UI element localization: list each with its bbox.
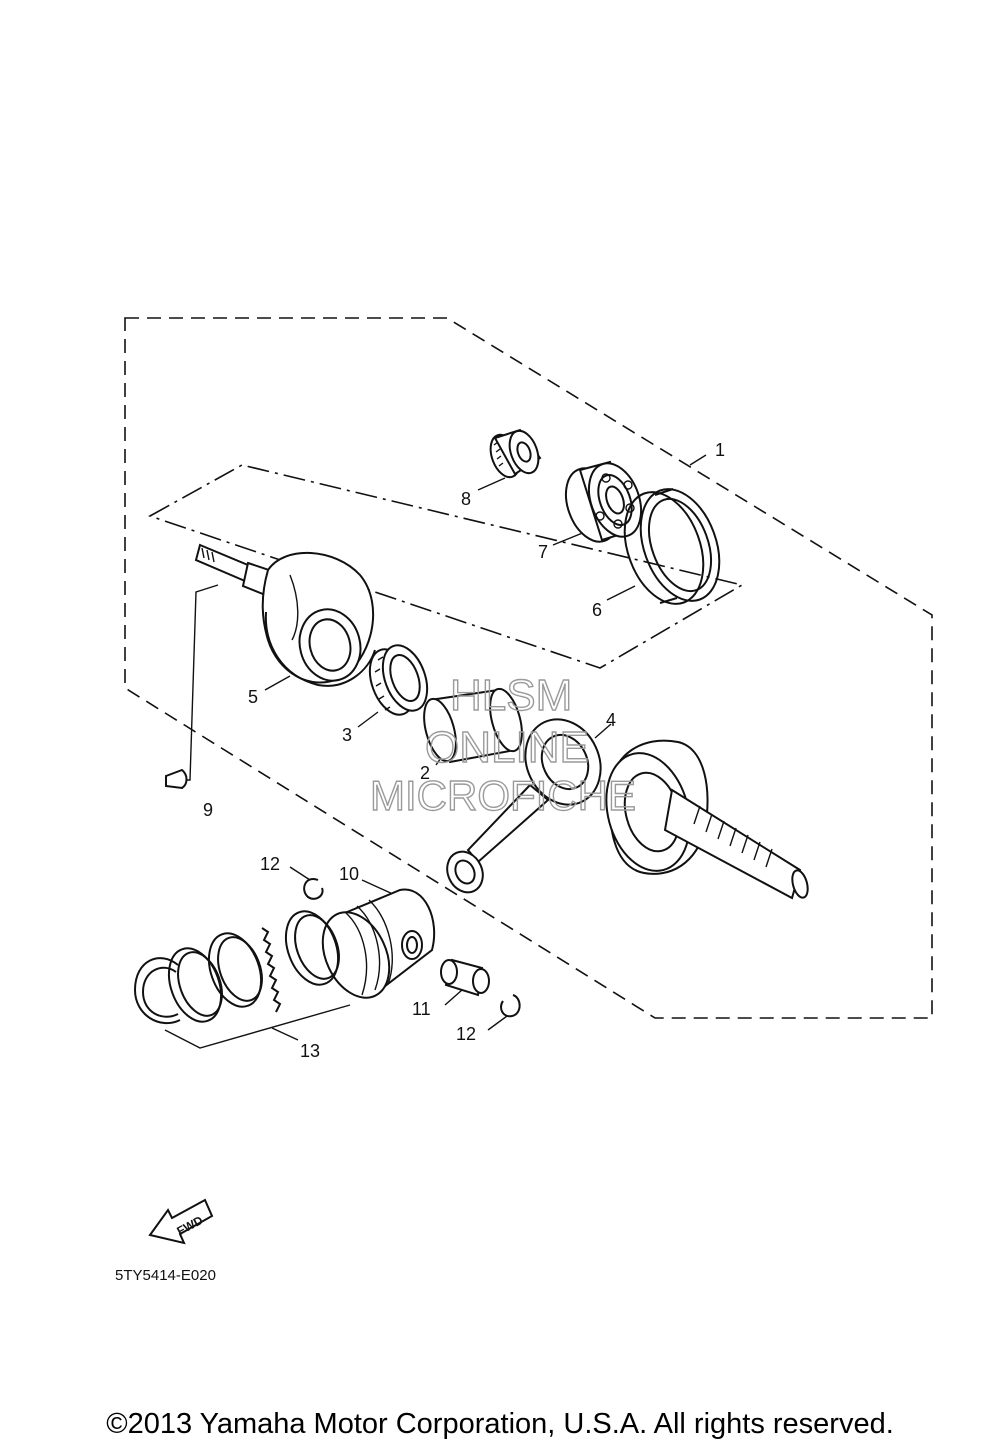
leader-lines (164, 454, 707, 1049)
part-number-7: 7 (538, 542, 548, 562)
watermark-line-2: ONLINE (425, 723, 589, 772)
seal-ring-part-6 (623, 488, 721, 605)
circlip-part-12-a (303, 878, 324, 900)
piston-part-10 (321, 888, 436, 999)
part-number-12-a: 12 (260, 854, 280, 874)
woodruff-key-part-9 (165, 768, 188, 790)
part-number-4: 4 (606, 710, 616, 730)
part-number-6: 6 (592, 600, 602, 620)
part-number-12-b: 12 (456, 1024, 476, 1044)
connecting-rod-part-4 (446, 718, 602, 894)
part-number-8: 8 (461, 489, 471, 509)
copyright-notice: ©2013 Yamaha Motor Corporation, U.S.A. A… (106, 1408, 894, 1440)
needle-bearing-part-3 (368, 644, 429, 716)
fwd-arrow-icon: FWD (148, 1198, 214, 1245)
assembly-boundary-outer (124, 317, 933, 1019)
crank-left-part-5 (194, 543, 376, 687)
assembly-boundary-inner (148, 464, 745, 669)
crank-pin-part-2 (423, 687, 523, 764)
diagram-code: 5TY5414-E020 (115, 1267, 216, 1284)
watermark-line-3: MICROFICHE (370, 772, 636, 819)
piston-pin-part-11 (440, 958, 490, 997)
part-number-13: 13 (300, 1041, 320, 1061)
part-number-labels: 1 8 7 6 5 3 4 2 9 12 10 11 12 13 (203, 440, 725, 1061)
bearing-small-part-8 (489, 428, 542, 479)
part-number-3: 3 (342, 725, 352, 745)
part-number-2: 2 (420, 763, 430, 783)
watermark-line-1: HLSM (450, 671, 572, 720)
crank-right-shaft (605, 739, 809, 900)
part-number-9: 9 (203, 800, 213, 820)
part-number-10: 10 (339, 864, 359, 884)
part-number-5: 5 (248, 687, 258, 707)
part-number-11: 11 (412, 999, 431, 1019)
ball-bearing-part-7 (564, 460, 643, 543)
watermark: HLSM ONLINE MICROFICHE (369, 670, 636, 819)
piston-ring-set-part-13 (133, 910, 340, 1025)
part-number-1: 1 (715, 440, 725, 460)
circlip-part-12-b (500, 994, 521, 1018)
